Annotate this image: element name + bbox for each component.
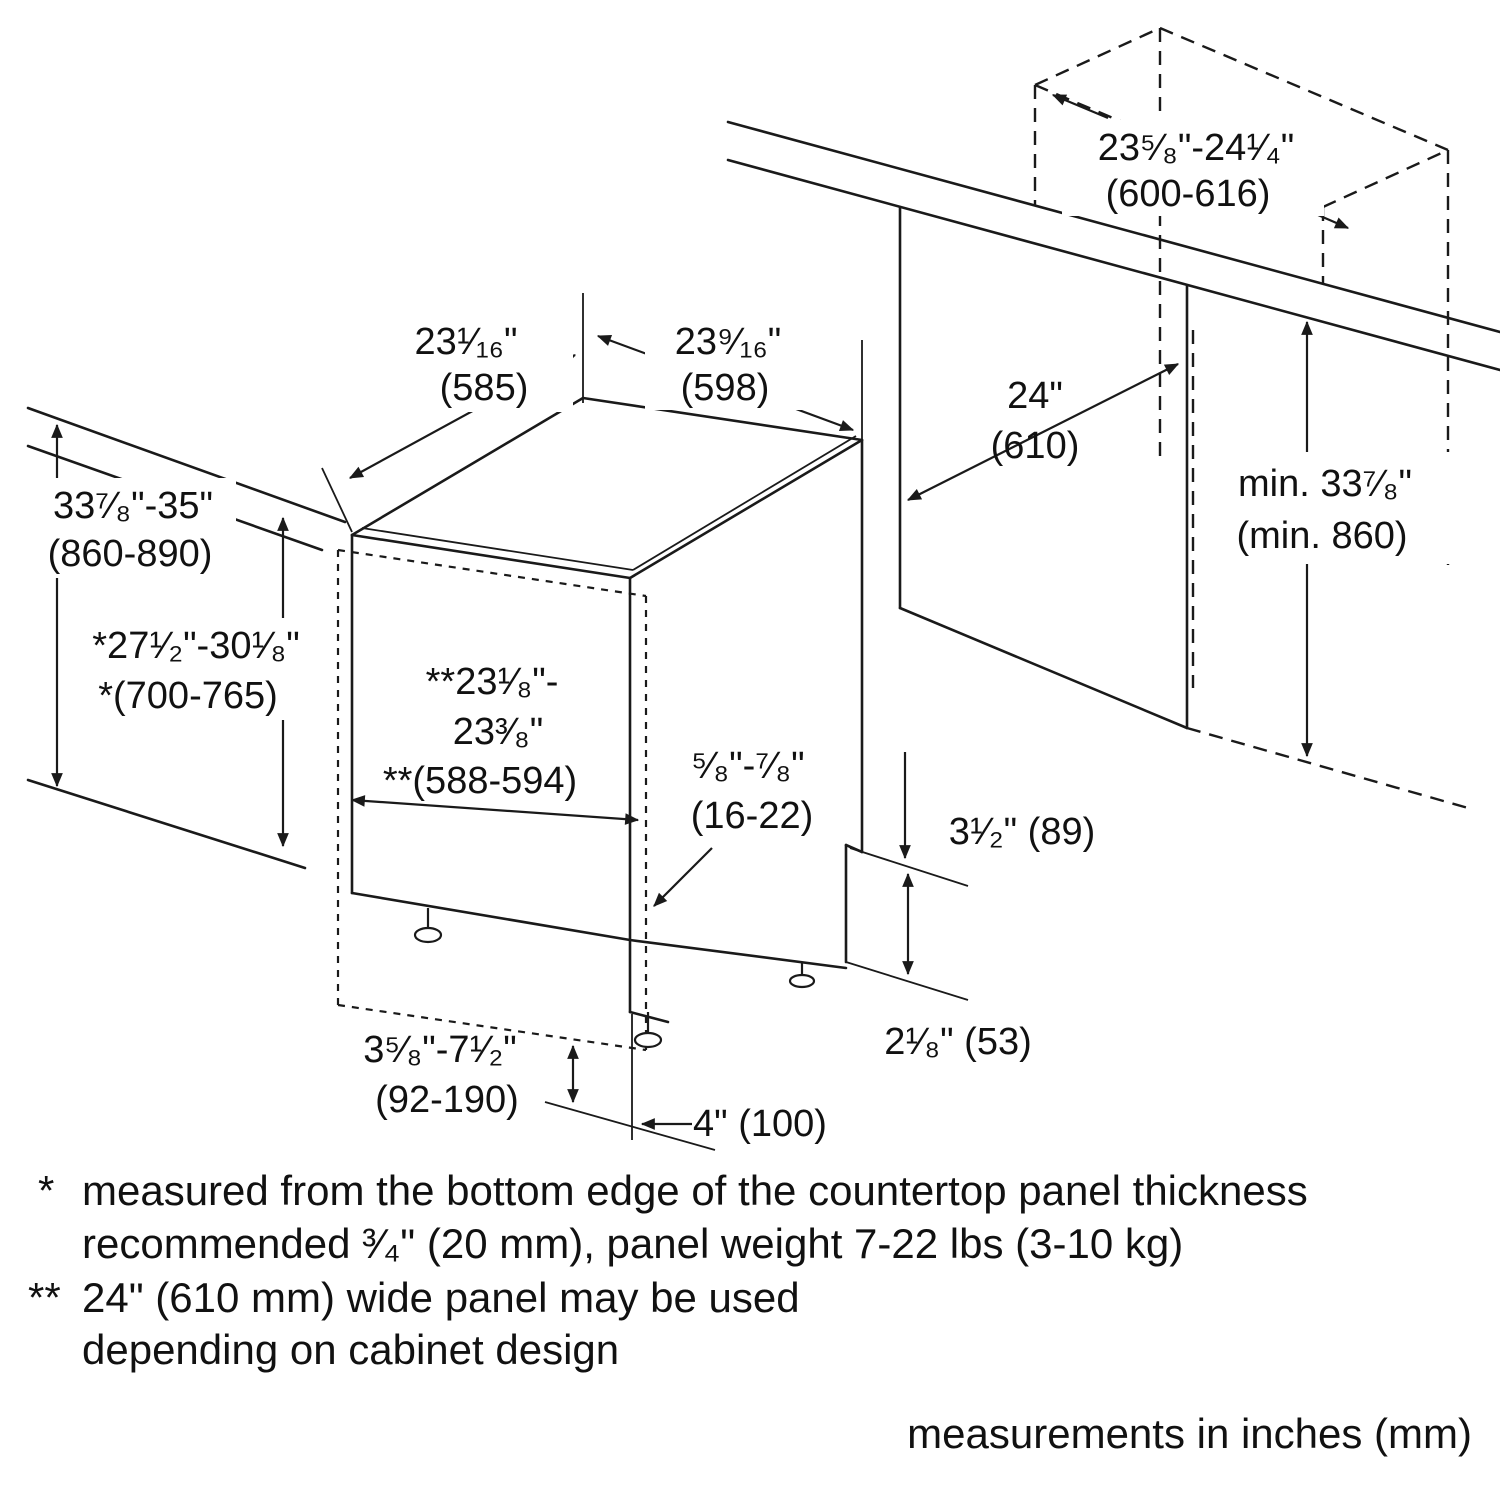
- dim-panel-width-mm: **(588-594): [383, 760, 577, 802]
- dim-panel-height-in: *27¹⁄₂"-30¹⁄₈": [92, 625, 299, 667]
- dim-opening-height-mm: (min. 860): [1236, 515, 1407, 557]
- dim-panel-width-in-1: **23¹⁄₈"-: [426, 661, 559, 703]
- footnotes: * measured from the bottom edge of the c…: [28, 1167, 1308, 1373]
- dim-panel-width-in-2: 23³⁄₈": [453, 711, 544, 753]
- dim-top-right-in: 23⁹⁄₁₆": [675, 321, 782, 363]
- door-panel-dashed: [336, 548, 648, 1052]
- dim-top-left-in: 23¹⁄₁₆": [415, 321, 518, 363]
- dim-toe-height: 3¹⁄₂" (89): [949, 811, 1096, 853]
- dim-cabinet-depth-mm: (600-616): [1106, 173, 1271, 215]
- footnote-star1-line2: recommended ³⁄₄" (20 mm), panel weight 7…: [82, 1220, 1183, 1267]
- extension-lines: [321, 293, 969, 1151]
- dim-foot-depth: 4" (100): [693, 1103, 827, 1145]
- dim-cabinet-depth-in: 23⁵⁄₈"-24¹⁄₄": [1098, 127, 1295, 169]
- label-backgrounds: [36, 120, 1456, 720]
- units-caption: measurements in inches (mm): [907, 1410, 1472, 1457]
- dim-niche-height-mm: (860-890): [48, 533, 213, 575]
- footnote-star2-line1: 24" (610 mm) wide panel may be used: [82, 1274, 800, 1321]
- footnote-star2-marker: **: [28, 1274, 61, 1321]
- dishwasher-top-inner-lines: [361, 435, 857, 571]
- cabinet-opening: [898, 205, 1189, 730]
- dim-opening-width-mm: (610): [991, 425, 1080, 467]
- dim-panel-height-mm: *(700-765): [98, 675, 278, 717]
- dimension-labels: 23⁵⁄₈"-24¹⁄₄" (600-616) 23¹⁄₁₆" (585) 23…: [48, 127, 1412, 1145]
- dim-door-gap-in: ⁵⁄₈"-⁷⁄₈": [691, 745, 804, 787]
- dim-top-left-mm: (585): [440, 367, 529, 409]
- countertop-lines: [26, 120, 1500, 870]
- dim-rear-offset: 2¹⁄₈" (53): [884, 1021, 1032, 1063]
- dim-top-right-mm: (598): [681, 367, 770, 409]
- dim-opening-width-in: 24": [1007, 375, 1063, 417]
- dim-leg-height-in: 3⁵⁄₈"-7¹⁄₂": [363, 1029, 517, 1071]
- dim-niche-height-in: 33⁷⁄₈"-35": [53, 485, 213, 527]
- leveling-feet: [413, 908, 816, 1049]
- dim-opening-height-in: min. 33⁷⁄₈": [1238, 463, 1412, 505]
- dimension-arrows: [51, 93, 1350, 1130]
- footnote-star2-line2: depending on cabinet design: [82, 1326, 619, 1373]
- dim-door-gap-mm: (16-22): [691, 795, 814, 837]
- dim-leg-height-mm: (92-190): [375, 1079, 519, 1121]
- footnote-star1-line1: measured from the bottom edge of the cou…: [82, 1167, 1308, 1214]
- footnote-star1-marker: *: [38, 1167, 54, 1214]
